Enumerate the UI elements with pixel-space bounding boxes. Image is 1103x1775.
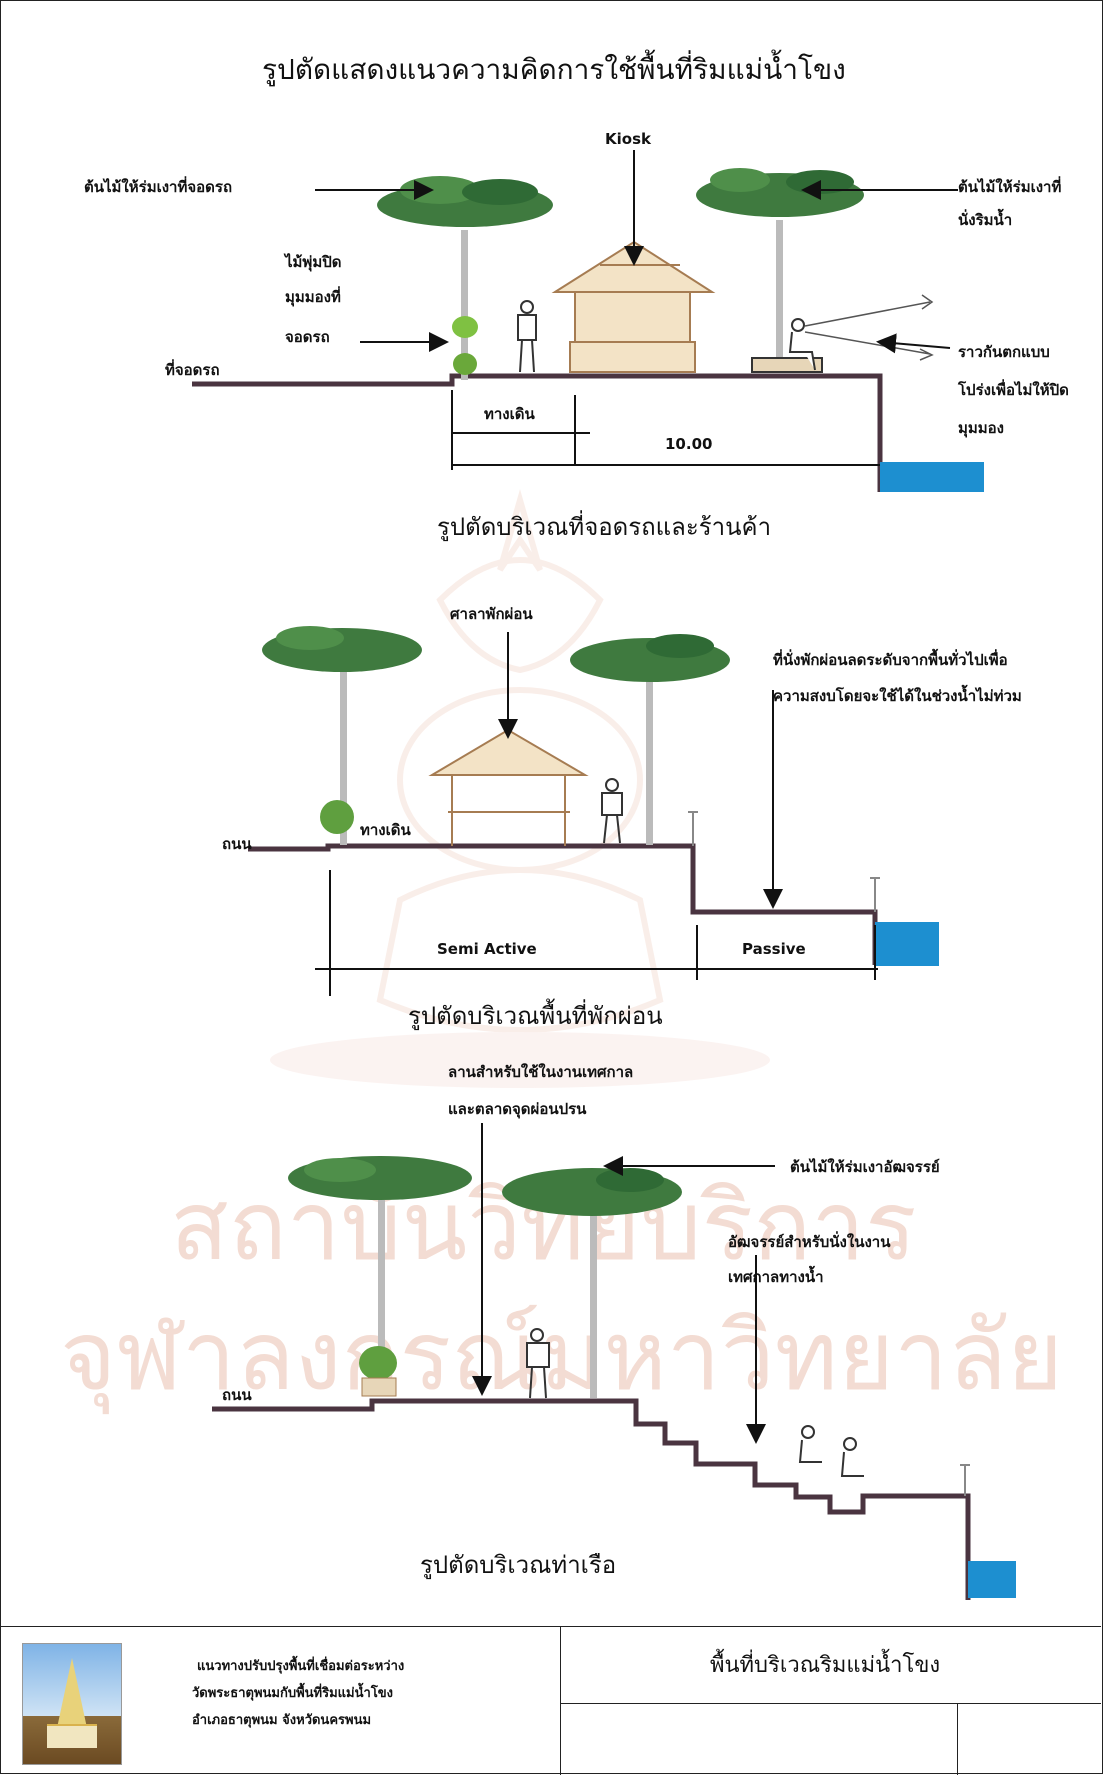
railing-label-2: โปร่งเพื่อไม่ให้ปิด — [958, 381, 1069, 399]
section3-tree-left — [288, 1156, 472, 1395]
pavilion-label: ศาลาพักผ่อน — [450, 605, 533, 623]
section1-caption: รูปตัดบริเวณที่จอดรถและร้านค้า — [437, 513, 772, 541]
watermark-line-2: จุฬาลงกรณ์มหาวิทยาลัย — [60, 1300, 1064, 1412]
road-label-3: ถนน — [222, 1386, 252, 1404]
amphitheater-label-2: เทศกาลทางน้ำ — [728, 1268, 824, 1286]
riverside-tree-label-1: ต้นไม้ให้ร่มเงาที่ — [958, 178, 1062, 196]
section2-tree-right — [570, 634, 730, 845]
section3-steps — [212, 1398, 971, 1600]
railing-label-1: ราวกันตกแบบ — [958, 343, 1050, 361]
walkway-label-2: ทางเดิน — [360, 821, 411, 839]
shrub-label-1: ไม้พุ่มปิด — [285, 253, 342, 271]
plaza-label-2: และตลาดจุดผ่อนปรน — [448, 1100, 587, 1118]
sheet-info-box — [560, 1704, 958, 1775]
section2-shrub — [320, 800, 354, 834]
section3-water — [968, 1561, 1016, 1598]
section1-ground — [192, 373, 883, 492]
university-emblem-watermark — [270, 489, 770, 1088]
parking-tree-label: ต้นไม้ให้ร่มเงาที่จอดรถ — [84, 178, 233, 196]
section1-shrub — [452, 316, 478, 375]
section1-person — [517, 300, 537, 373]
project-desc-2: วัดพระธาตุพนมกับพื้นที่ริมแม่น้ำโขง — [192, 1686, 394, 1701]
semi-active-label: Semi Active — [437, 940, 537, 958]
section1-seated-person — [751, 318, 823, 373]
section2-pavilion — [428, 728, 589, 846]
sheet-title-box: พื้นที่บริเวณริมแม่น้ำโขง — [560, 1627, 1101, 1704]
project-desc-3: อำเภอธาตุพนม จังหวัดนครพนม — [192, 1713, 372, 1728]
section1-sightlines — [804, 294, 934, 361]
sunken-seat-note-2: ความสงบโดยจะใช้ได้ในช่วงน้ำไม่ท่วม — [773, 687, 1022, 705]
section2-caption: รูปตัดบริเวณพื้นที่พักผ่อน — [408, 1002, 663, 1030]
section2-water — [875, 922, 939, 966]
shrub-label-3: จอดรถ — [285, 328, 330, 346]
plaza-label-1: ลานสำหรับใช้ในงานเทศกาล — [448, 1063, 634, 1081]
shrub-label-2: มุมมองที่ — [285, 288, 341, 306]
riverside-tree-label-2: นั่งริมน้ำ — [958, 211, 1013, 229]
walkway-label-1: ทางเดิน — [484, 405, 535, 423]
passive-label: Passive — [742, 940, 806, 958]
section3-caption: รูปตัดบริเวณท่าเรือ — [420, 1551, 617, 1579]
section1-water — [880, 462, 984, 492]
amphitheater-tree-label: ต้นไม้ให้ร่มเงาอัฒจรรย์ — [790, 1158, 940, 1176]
project-desc-1: แนวทางปรับปรุงพื้นที่เชื่อมต่อระหว่าง — [197, 1659, 405, 1674]
railing-label-3: มุมมอง — [958, 419, 1004, 437]
page-title: รูปตัดแสดงแนวความคิดการใช้พื้นที่ริมแม่น… — [262, 53, 846, 86]
stupa-photo — [22, 1643, 122, 1765]
section1-tree-left — [377, 176, 553, 380]
section2-tree-left — [262, 626, 422, 845]
section3-person — [526, 1328, 550, 1399]
kiosk-label: Kiosk — [605, 130, 651, 148]
section1-kiosk — [551, 240, 716, 373]
section3-seated-people — [798, 1425, 864, 1477]
amphitheater-label-1: อัฒจรรย์สำหรับนั่งในงาน — [728, 1233, 891, 1251]
section3-shrub — [359, 1346, 397, 1397]
title-block: แนวทางปรับปรุงพื้นที่เชื่อมต่อระหว่าง วั… — [0, 1626, 1101, 1775]
road-label-2: ถนน — [222, 835, 252, 853]
dimension-label: 10.00 — [665, 435, 713, 453]
section2-person — [601, 778, 623, 844]
sheet-title: พื้นที่บริเวณริมแม่น้ำโขง — [710, 1653, 941, 1678]
title-block-description: แนวทางปรับปรุงพื้นที่เชื่อมต่อระหว่าง วั… — [0, 1627, 561, 1775]
section1-tree-right — [696, 168, 864, 370]
sunken-seat-note-1: ที่นั่งพักผ่อนลดระดับจากพื้นทั่วไปเพื่อ — [773, 651, 1008, 669]
parking-label: ที่จอดรถ — [165, 361, 220, 379]
section-drawings — [192, 150, 1016, 1600]
